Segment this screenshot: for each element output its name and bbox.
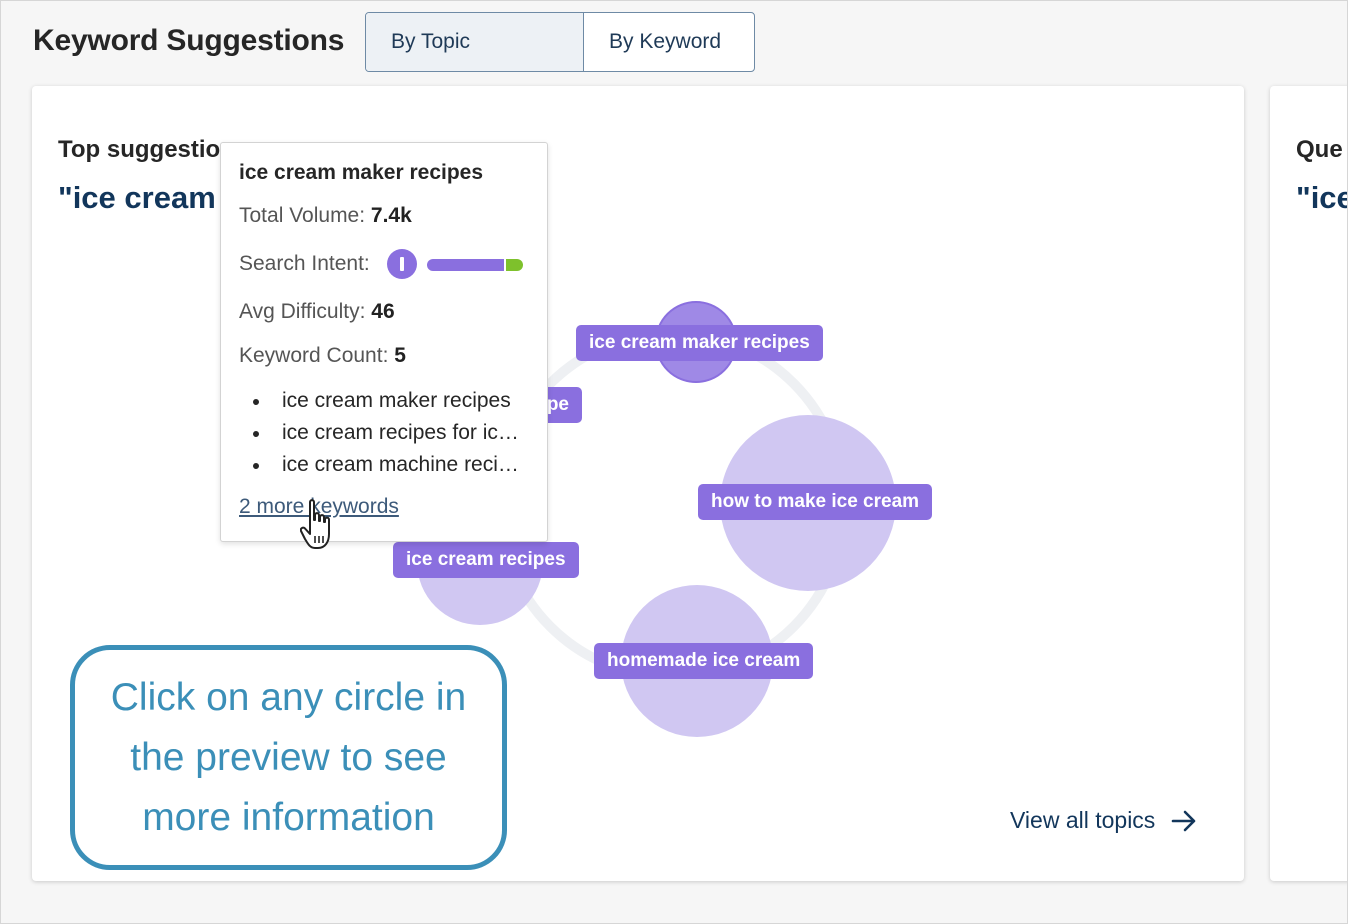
intent-bar-transactional	[505, 259, 523, 271]
tooltip-title: ice cream maker recipes	[239, 161, 484, 184]
informational-intent-icon	[387, 249, 417, 279]
help-callout: Click on any circle in the preview to se…	[70, 645, 507, 870]
more-keywords-link[interactable]: 2 more keywords	[239, 495, 399, 518]
keyword-list-item: ice cream maker recipes	[221, 387, 521, 419]
intent-bar	[427, 259, 523, 271]
keyword-count-value: 5	[394, 344, 406, 367]
tooltip-keyword-count: Keyword Count: 5	[239, 344, 406, 368]
total-volume-label: Total Volume:	[239, 204, 366, 227]
tab-by-topic[interactable]: By Topic	[366, 13, 584, 71]
total-volume-value: 7.4k	[370, 204, 412, 227]
avg-difficulty-value: 46	[371, 300, 395, 323]
avg-difficulty-label: Avg Difficulty:	[239, 300, 366, 323]
questions-card	[1270, 86, 1348, 881]
keyword-list-item: ice cream machine reci…	[221, 451, 521, 483]
keyword-list: ice cream maker recipes ice cream recipe…	[221, 387, 521, 483]
tooltip-avg-difficulty: Avg Difficulty: 46	[239, 300, 395, 324]
topic-tooltip: ice cream maker recipes Total Volume: 7.…	[220, 142, 548, 542]
view-toggle: By Topic By Keyword	[365, 12, 755, 72]
keyword-list-item: ice cream recipes for ic…	[221, 419, 521, 451]
card-label: Top suggestions	[58, 136, 249, 163]
tooltip-total-volume: Total Volume: 7.4k	[239, 204, 412, 228]
view-all-topics-label: View all topics	[1010, 807, 1156, 833]
tab-by-keyword[interactable]: By Keyword	[609, 30, 722, 53]
node-label-ice-cream-recipes[interactable]: ice cream recipes	[393, 542, 579, 578]
view-all-topics-link[interactable]: View all topics	[1010, 807, 1197, 834]
hand-pointer-icon	[300, 499, 330, 549]
page-title: Keyword Suggestions	[33, 24, 345, 57]
arrow-right-icon	[1172, 810, 1196, 831]
intent-bar-separator	[503, 259, 506, 271]
search-intent-label: Search Intent:	[239, 252, 370, 275]
node-label-ice-cream-maker-recipes[interactable]: ice cream maker recipes	[576, 325, 823, 361]
intent-bar-informational	[427, 259, 504, 271]
keyword-count-label: Keyword Count:	[239, 344, 389, 367]
questions-card-topic: "ice	[1296, 180, 1348, 215]
questions-card-label: Que	[1296, 136, 1343, 163]
node-label-homemade-ice-cream[interactable]: homemade ice cream	[594, 643, 814, 679]
node-label-how-to-make-ice-cream[interactable]: how to make ice cream	[698, 484, 933, 520]
